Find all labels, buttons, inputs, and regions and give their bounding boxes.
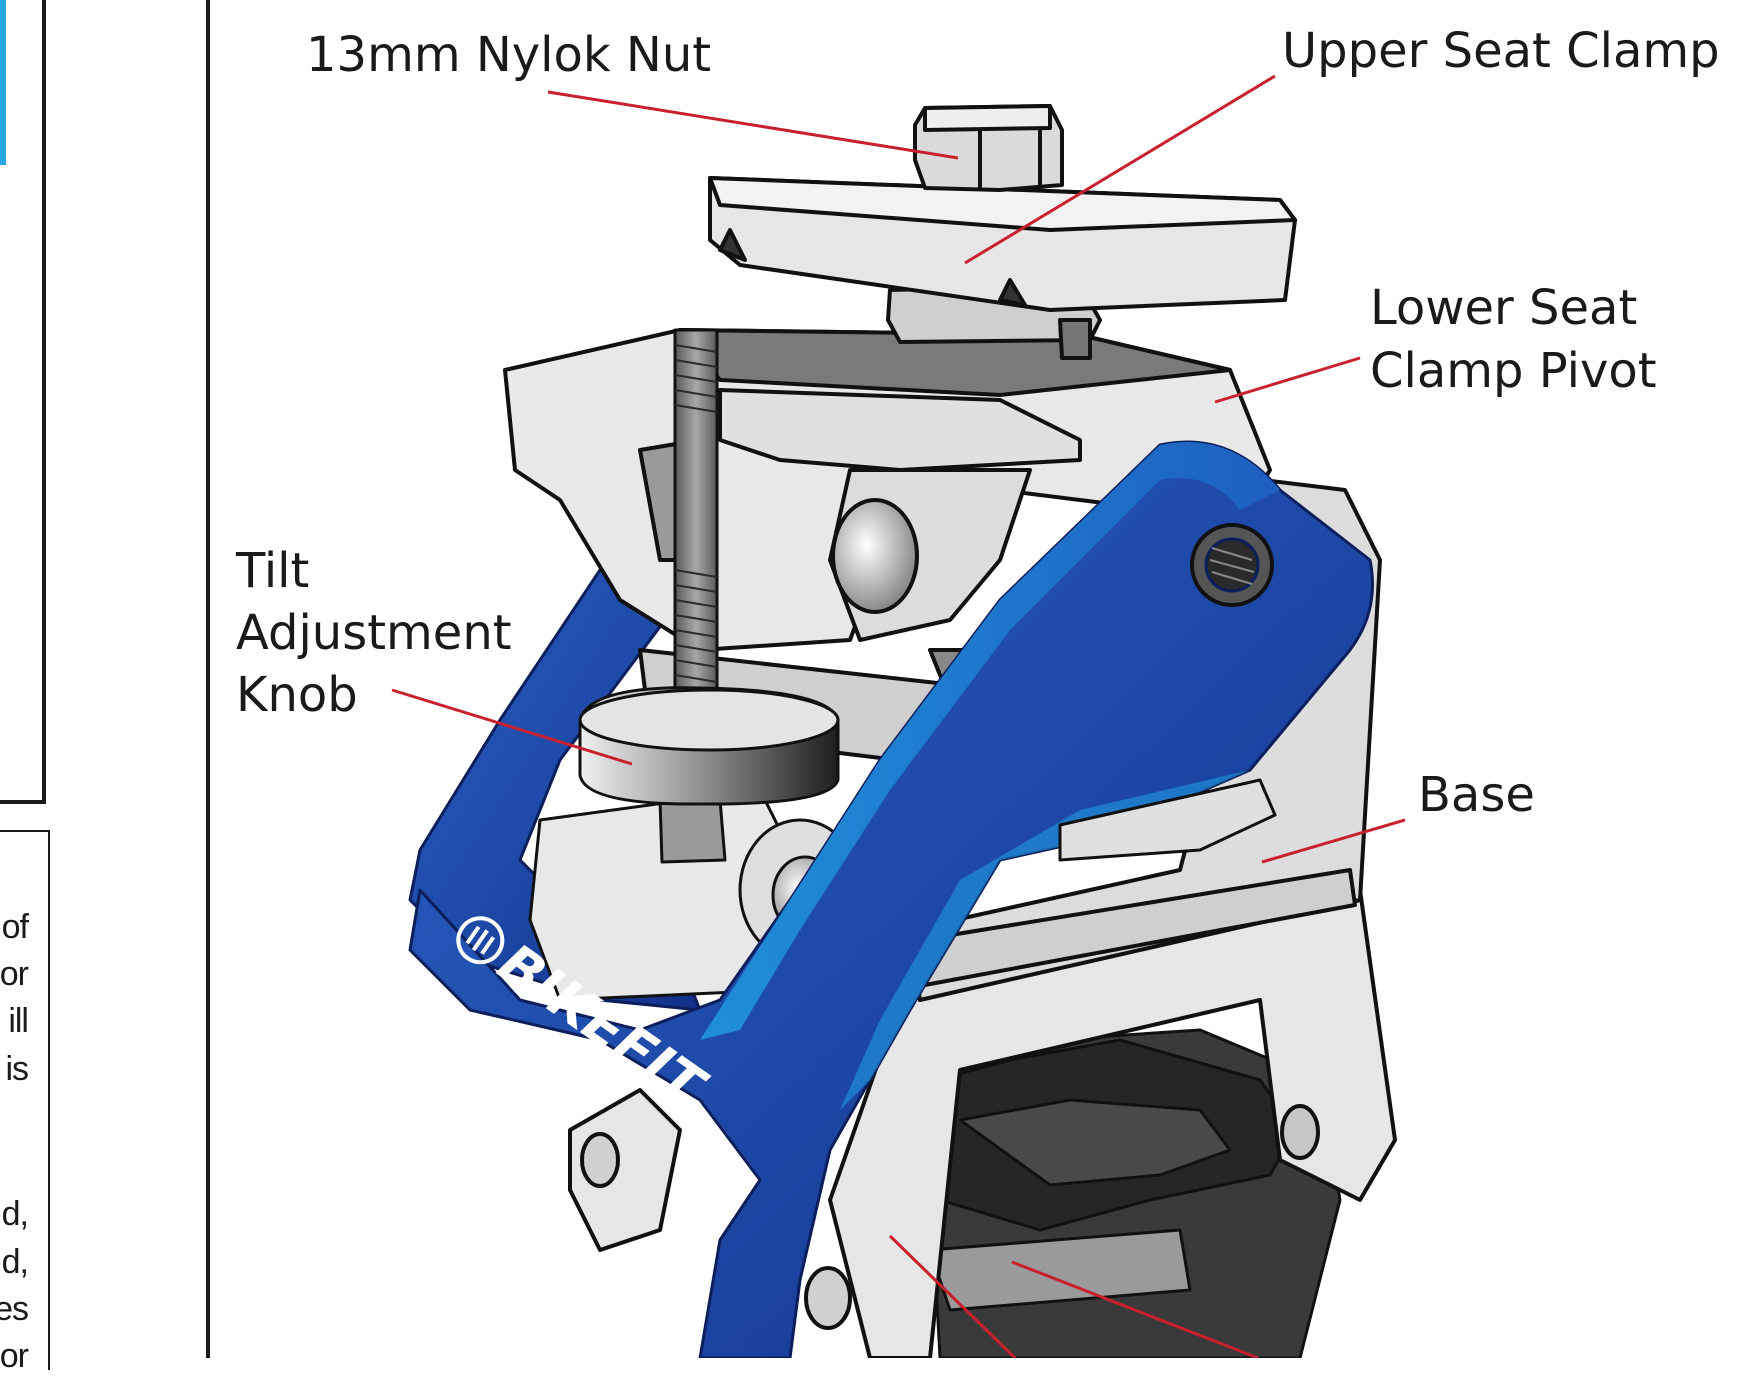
main-panel-left-border: [206, 0, 210, 1358]
label-lower-seat-line1: Lower Seat: [1370, 280, 1638, 336]
left-text-fragment: d,: [1, 1243, 29, 1281]
leader-nylok-nut: [547, 90, 959, 160]
left-text-fragment: is: [5, 1050, 29, 1088]
leader-lines: [391, 74, 1406, 1358]
left-text-fragment: or: [0, 955, 29, 993]
lower-clamp-dark-parts: [898, 1028, 1342, 1358]
nylok-nut: [913, 104, 1064, 192]
blue-accent-bar: [0, 0, 6, 165]
left-panel-bottom-frame: [0, 830, 50, 1370]
leader-base: [1261, 818, 1406, 864]
left-text-fragment: of: [1, 908, 29, 946]
leader-tilt-adjustment-knob: [391, 688, 633, 766]
blue-arm-front: [408, 440, 1374, 1358]
leader-lower-right: [1011, 1260, 1259, 1358]
left-text-fragment: ill: [8, 1002, 29, 1040]
leader-lower-left: [888, 1234, 1017, 1358]
label-adjustment-line2: Adjustment: [236, 605, 512, 661]
leader-lower-seat-clamp-pivot: [1214, 356, 1361, 404]
label-clamp-pivot-line2: Clamp Pivot: [1370, 343, 1657, 399]
label-knob-line3: Knob: [236, 667, 358, 723]
base-plate-right: [1058, 778, 1277, 862]
left-text-fragment: d,: [1, 1195, 29, 1233]
left-panel-top-frame: [0, 0, 46, 804]
label-upper-seat-clamp: Upper Seat Clamp: [1282, 23, 1720, 79]
label-base: Base: [1418, 767, 1535, 823]
label-13mm-nylok-nut: 13mm Nylok Nut: [306, 27, 712, 83]
upper-seat-clamp: [708, 176, 1297, 360]
left-text-fragment: es: [0, 1290, 29, 1328]
label-tilt-line1: Tilt: [236, 543, 310, 599]
leader-upper-seat-clamp: [964, 74, 1276, 265]
